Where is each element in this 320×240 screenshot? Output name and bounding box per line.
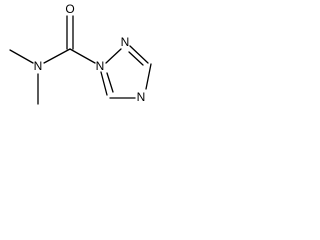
bond-n-methyl-upper	[9, 49, 34, 64]
structure-diagram: O N N N N	[9, 2, 152, 105]
bond-c5-n1-inner	[106, 72, 114, 93]
atom-label-triazole-n4: N	[137, 90, 146, 104]
atom-label-triazole-n1: N	[96, 59, 105, 73]
bond-c5-n1	[100, 71, 108, 96]
atom-label-amide-nitrogen: N	[34, 59, 43, 73]
bond-n2-c3	[129, 45, 149, 64]
bond-n2-c3-inner	[128, 51, 144, 66]
atom-label-triazole-n2: N	[121, 35, 130, 49]
bond-c3-n4	[145, 63, 152, 90]
bond-n-carbonyl	[43, 48, 71, 64]
bond-n1-n2	[105, 48, 122, 64]
bond-carbonyl-triazole	[69, 48, 96, 64]
atom-label-carbonyl-oxygen: O	[65, 2, 74, 16]
